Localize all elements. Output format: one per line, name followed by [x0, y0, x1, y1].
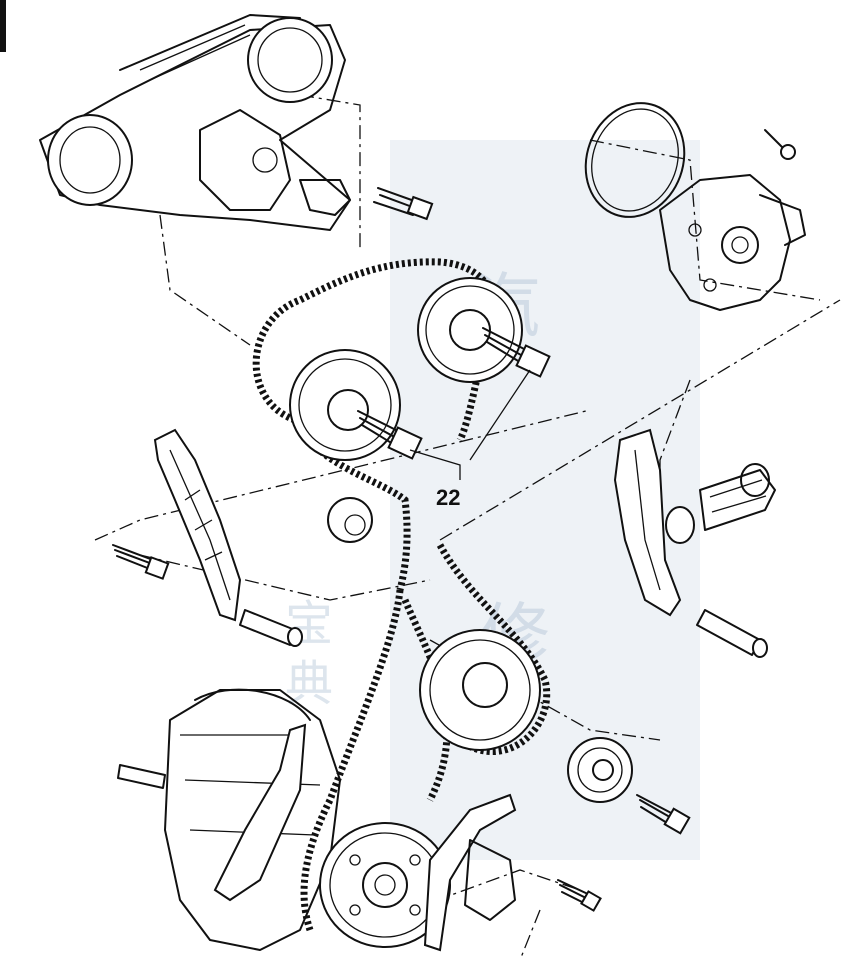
chain-guide-lower-right: [423, 793, 517, 952]
guide-pin-left: [239, 609, 303, 647]
crankshaft-sprocket: [319, 822, 451, 948]
guide-pin-lower-left: [117, 764, 166, 789]
oil-pump-sprocket: [567, 737, 633, 803]
watermark-glyph-small-2: 典: [285, 656, 333, 712]
housing-bore-right: [247, 17, 333, 103]
camshaft-sprocket-upper: [417, 277, 551, 383]
chain-guide-upper-left: [153, 428, 242, 622]
callout-22-label: 22: [436, 485, 460, 510]
corner-mark: [0, 0, 6, 52]
cam-housing: [39, 14, 351, 231]
sprocket-bolt-lower-right: [636, 794, 691, 835]
chain-tensioner: [665, 463, 776, 544]
small-bolt-top-right: [764, 129, 796, 160]
o-ring: [584, 102, 686, 218]
guide-bolt-left: [112, 544, 170, 580]
guide-bolt-bottom-right: [557, 879, 602, 912]
idler-sprocket-small: [327, 497, 373, 543]
tensioner-rail-right: [613, 428, 682, 617]
chain-guide-lower-left: [213, 723, 307, 902]
housing-bolt: [373, 187, 434, 221]
housing-bore-left: [47, 114, 133, 206]
callout-22: 22: [409, 369, 531, 510]
pump-assembly: [659, 174, 806, 311]
guide-pin-right: [696, 609, 768, 658]
intermediate-sprocket: [419, 629, 541, 751]
